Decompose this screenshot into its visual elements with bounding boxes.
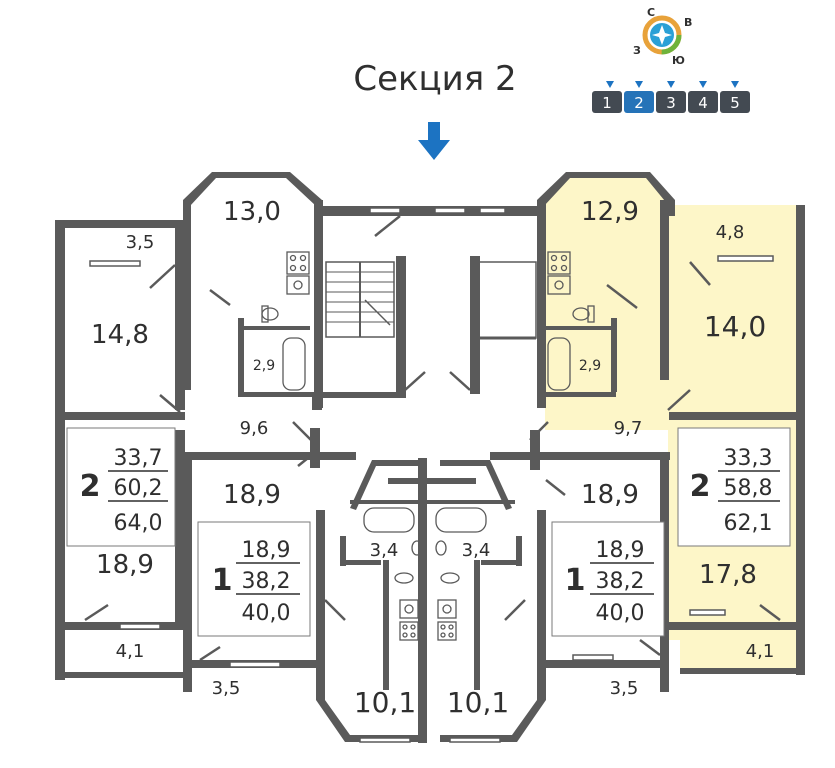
section-button-5[interactable]: 5: [720, 81, 750, 113]
total-area: 58,8: [724, 476, 773, 501]
compass-south: Ю: [672, 54, 685, 67]
apartment-left-2room[interactable]: 2 33,7 60,2 64,0: [80, 446, 168, 536]
apartment-right-2room[interactable]: 2 33,3 58,8 62,1: [690, 446, 780, 536]
room-area: 14,8: [91, 320, 149, 350]
living-area: 18,9: [242, 538, 291, 563]
room-area: 14,0: [704, 310, 766, 343]
room-area: 10,1: [354, 686, 416, 719]
section-selector: 1 2 3 4 5: [592, 81, 750, 113]
total-area: 38,2: [242, 569, 291, 594]
room-area: 10,1: [447, 686, 509, 719]
living-area: 18,9: [596, 538, 645, 563]
room-area: 18,9: [581, 480, 639, 510]
compass-west: З: [633, 44, 641, 57]
room-area: 3,4: [462, 540, 491, 561]
compass-icon: [642, 15, 682, 55]
total-area: 38,2: [596, 569, 645, 594]
fixtures: [261, 251, 595, 641]
apartment-center-right-1room[interactable]: 1 18,9 38,2 40,0: [565, 538, 654, 626]
entrance-arrow-icon: [418, 122, 450, 160]
section-button-label: 3: [666, 94, 676, 112]
room-area: 3,5: [610, 678, 639, 699]
total-area-with-balcony: 40,0: [242, 601, 291, 626]
room-count: 1: [565, 563, 586, 598]
apartment-info-boxes: [66, 427, 791, 637]
room-area: 12,9: [581, 197, 639, 227]
room-area: 13,0: [223, 197, 281, 227]
section-button-label: 2: [634, 94, 644, 112]
doors: [84, 215, 781, 662]
total-area-with-balcony: 40,0: [596, 601, 645, 626]
compass-north: С: [647, 6, 655, 19]
section-button-label: 4: [698, 94, 708, 112]
living-area: 33,7: [114, 446, 163, 471]
staircase: [325, 261, 537, 340]
room-area: 2,9: [253, 358, 275, 374]
room-area: 9,6: [240, 418, 269, 439]
section-button-3[interactable]: 3: [656, 81, 686, 113]
room-area: 17,8: [699, 560, 757, 590]
room-area: 2,9: [579, 358, 601, 374]
living-area: 33,3: [724, 446, 773, 471]
room-area: 3,4: [370, 540, 399, 561]
room-area: 3,5: [126, 232, 155, 253]
section-button-2[interactable]: 2: [624, 81, 654, 113]
compass-east: В: [684, 16, 692, 29]
room-area: 18,9: [96, 550, 154, 580]
room-area: 4,8: [716, 222, 745, 243]
room-area: 18,9: [223, 480, 281, 510]
room-count: 1: [212, 563, 233, 598]
room-area: 3,5: [212, 678, 241, 699]
room-area: 9,7: [614, 418, 643, 439]
total-area: 60,2: [114, 476, 163, 501]
section-button-label: 1: [602, 94, 612, 112]
section-button-label: 5: [730, 94, 740, 112]
room-labels: 3,5 14,8 13,0 2,9 9,6 18,9 4,1 18,9 3,5 …: [91, 197, 774, 719]
apartment-center-left-1room[interactable]: 1 18,9 38,2 40,0: [212, 538, 300, 626]
total-area-with-balcony: 64,0: [114, 511, 163, 536]
total-area-with-balcony: 62,1: [724, 511, 773, 536]
section-button-1[interactable]: 1: [592, 81, 622, 113]
room-count: 2: [690, 469, 711, 504]
windows: [89, 207, 774, 743]
section-button-4[interactable]: 4: [688, 81, 718, 113]
room-area: 4,1: [746, 641, 775, 662]
section-title: Секция 2: [353, 59, 516, 99]
room-count: 2: [80, 469, 101, 504]
room-area: 4,1: [116, 641, 145, 662]
